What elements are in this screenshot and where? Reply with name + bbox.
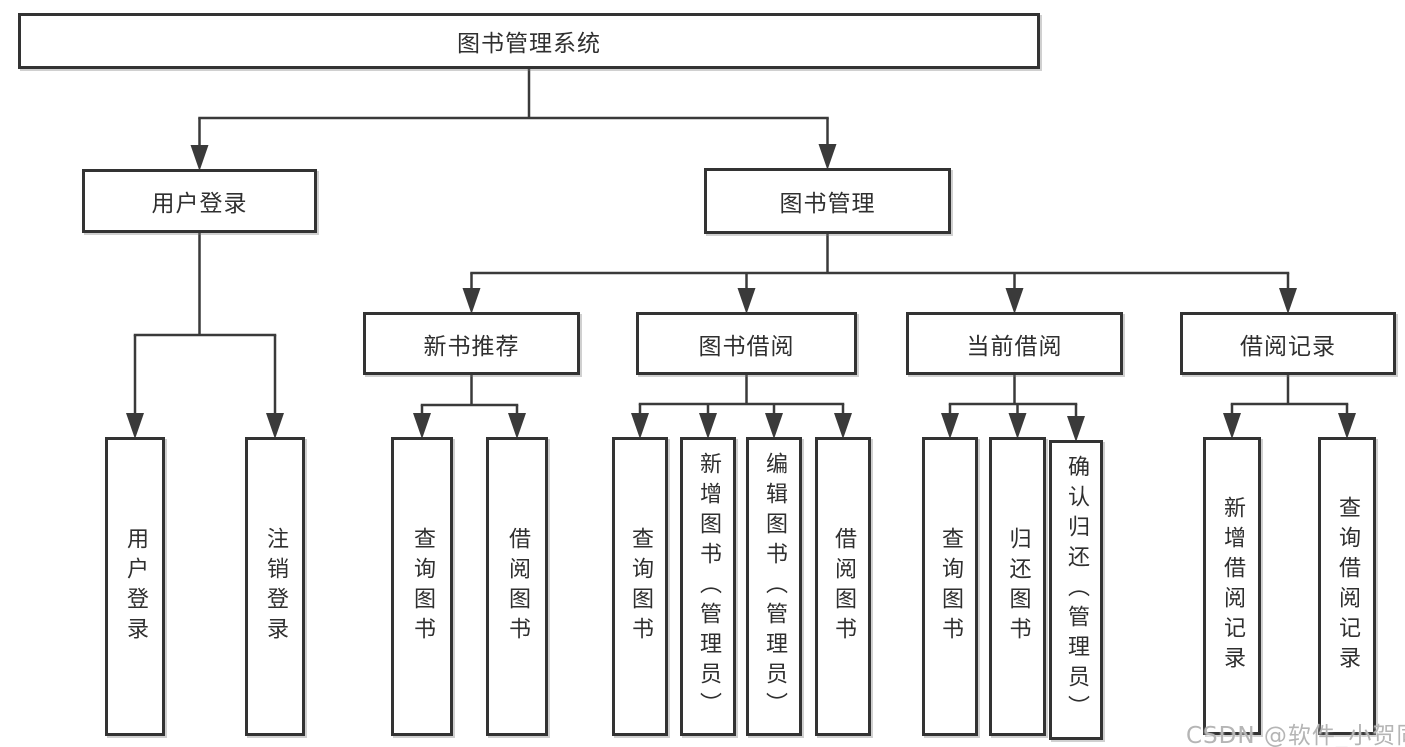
node-borrow-query-books: 查询图书 (612, 437, 668, 736)
node-borrow-borrow-books: 借阅图书 (815, 437, 871, 736)
node-rec2-query-record: 查询借阅记录 (1318, 437, 1376, 735)
node-borrow-records: 借阅记录 (1180, 312, 1396, 375)
node-book-borrow: 图书借阅 (636, 312, 857, 375)
watermark: CSDN @软件_小贺同学 (1186, 723, 1405, 747)
node-book-mgmt: 图书管理 (704, 168, 951, 234)
node-borrow-add-books: 新增图书（管理员） (680, 437, 736, 736)
node-new-book-rec: 新书推荐 (363, 312, 580, 375)
node-user-login: 用户登录 (105, 437, 165, 736)
node-borrow-edit-books: 编辑图书（管理员） (746, 437, 802, 736)
node-root: 图书管理系统 (18, 13, 1040, 69)
node-rec-query-books: 查询图书 (391, 437, 453, 736)
node-user-logout: 注销登录 (245, 437, 305, 736)
node-curr-return-books: 归还图书 (989, 437, 1046, 736)
node-curr-confirm-return: 确认归还（管理员） (1049, 440, 1103, 740)
node-current-borrow: 当前借阅 (906, 312, 1123, 375)
node-rec-borrow-books: 借阅图书 (486, 437, 548, 736)
node-curr-query-books: 查询图书 (922, 437, 978, 736)
node-user-login-group: 用户登录 (82, 169, 317, 233)
node-rec2-add-record: 新增借阅记录 (1203, 437, 1261, 735)
